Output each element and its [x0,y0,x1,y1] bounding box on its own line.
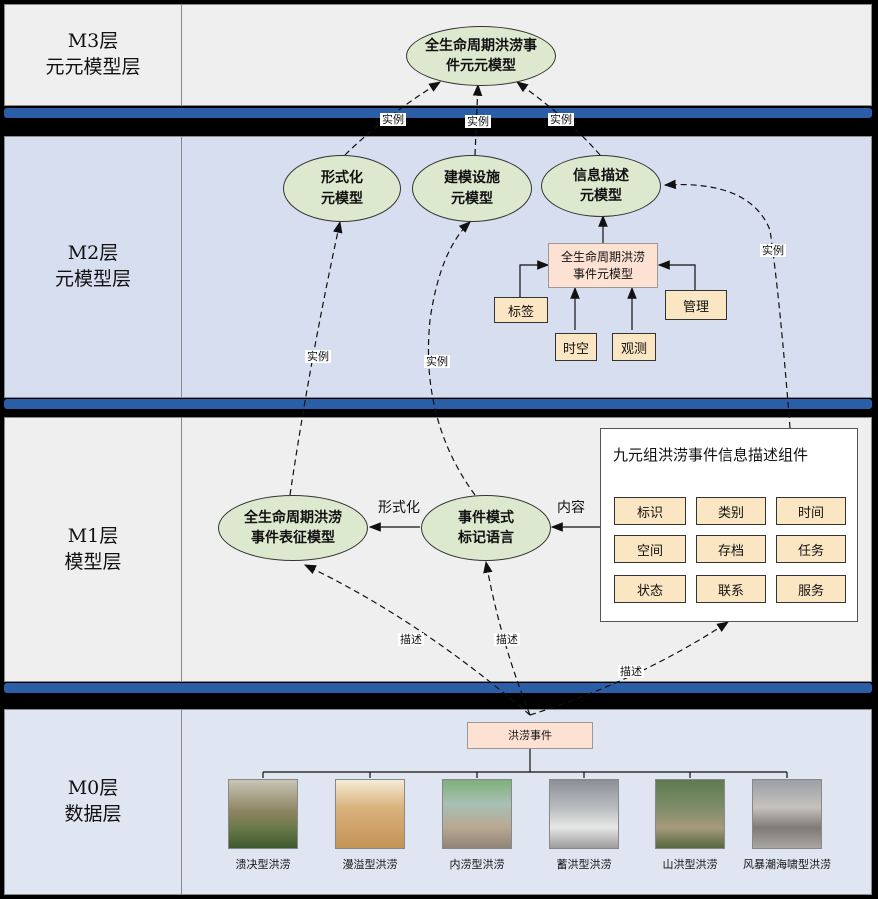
layer-m2-label: M2层 元模型层 [5,137,182,397]
edge-label-describe: 描述 [494,633,520,646]
caption-mountain-flood: 山洪型洪涝 [662,858,718,871]
photo-storm-surge [752,779,822,849]
tag-box-guance: 观测 [612,333,656,361]
tag-box-biaoqian: 标签 [494,297,548,323]
edge-label-instance: 实例 [548,113,574,126]
modeling-meta-model-ellipse: 建模设施元模型 [412,155,532,222]
markup-language-ellipse: 事件模式标记语言 [421,495,551,561]
tag-box-shikong: 时空 [555,333,597,361]
edge-label-instance: 实例 [424,355,450,368]
layer-m0: M0层 数据层 [4,709,872,895]
photo-waterlogging [442,779,512,849]
representation-model-ellipse: 全生命周期洪涝事件表征模型 [218,495,368,561]
layer-m0-label: M0层 数据层 [5,710,182,894]
caption-waterlogging: 内涝型洪涝 [449,858,505,871]
meta-meta-model-line2: 件元元模型 [446,58,516,74]
photo-storage-flood [549,779,619,849]
info-line2: 元模型 [580,188,622,204]
layer-m0-name: M0层 [67,777,119,800]
edge-panel-to-info [663,179,791,429]
modeling-line1: 建模设施 [444,170,500,187]
edge-label-describe: 描述 [398,633,424,646]
caption-storage-flood: 蓄洪型洪涝 [556,858,612,871]
info-meta-model-ellipse: 信息描述元模型 [541,155,661,217]
photo-mountain-flood [655,779,725,849]
markup-line1: 事件模式 [458,509,514,526]
component-shijian: 时间 [776,497,846,525]
component-leibie: 类别 [696,497,766,525]
component-fuwu: 服务 [776,575,846,603]
component-cundang: 存档 [696,535,766,563]
component-lianxi: 联系 [696,575,766,603]
content-label: 内容 [557,500,585,516]
meta-meta-model-line1: 全生命周期洪涝事 [425,37,537,54]
meta-meta-model-ellipse: 全生命周期洪涝事件元元模型 [406,26,556,86]
layer-m1-sub: 模型层 [64,550,122,573]
layer-m2-sub: 元模型层 [54,268,131,290]
info-line1: 信息描述 [573,167,629,184]
layer-m1-name: M1层 [67,524,119,547]
formal-line2: 元模型 [321,190,363,207]
caption-overflow: 漫溢型洪涝 [342,858,398,871]
edge-repr-to-formal [289,220,343,496]
layer-divider [4,108,872,118]
lifecycle-meta-model-box: 全生命周期洪涝事件元模型 [548,243,658,288]
layer-divider [4,683,872,693]
markup-line2: 标记语言 [458,530,514,546]
layer-divider [4,399,872,409]
component-renwu: 任务 [776,535,846,563]
formalize-label: 形式化 [378,500,420,516]
component-biaoshi: 标识 [614,497,686,525]
edge-tag-biaoqian [519,260,550,297]
photo-overflow [335,779,405,849]
lifecycle-line1: 全生命周期洪涝 [560,249,645,264]
component-kongjian: 空间 [614,535,686,563]
caption-dam-break: 溃决型洪涝 [235,858,291,871]
tag-box-guanli: 管理 [665,290,727,320]
repr-line1: 全生命周期洪涝 [244,509,342,526]
layer-m3-label: M3层 元元模型层 [5,5,182,105]
edge-label-instance: 实例 [465,115,491,128]
layer-m3-name: M3层 [67,30,119,53]
repr-line2: 事件表征模型 [251,530,335,546]
edge-tag-guanli [657,260,696,290]
formal-meta-model-ellipse: 形式化元模型 [283,155,401,222]
panel-title: 九元组洪涝事件信息描述组件 [613,446,809,464]
tree-branches [262,772,788,778]
layer-m2-name: M2层 [67,242,119,265]
edge-label-instance: 实例 [305,350,331,363]
layer-m3-sub: 元元模型层 [45,56,141,78]
edge-label-instance: 实例 [760,244,786,257]
edge-label-instance: 实例 [380,113,406,126]
flood-event-box: 洪涝事件 [467,722,593,749]
lifecycle-line2: 事件元模型 [572,266,633,281]
caption-storm-surge: 风暴潮海啸型洪涝 [743,858,831,871]
modeling-line2: 元模型 [451,190,493,207]
component-zhuangtai: 状态 [614,575,686,603]
formal-line1: 形式化 [321,170,363,187]
photo-dam-break [228,779,298,849]
edge-label-describe: 描述 [618,665,644,678]
edge-markup-to-modeling [427,221,476,496]
layer-m1-label: M1层 模型层 [5,418,182,681]
layer-m0-sub: 数据层 [64,803,122,825]
edge-event-to-repr [303,564,531,716]
